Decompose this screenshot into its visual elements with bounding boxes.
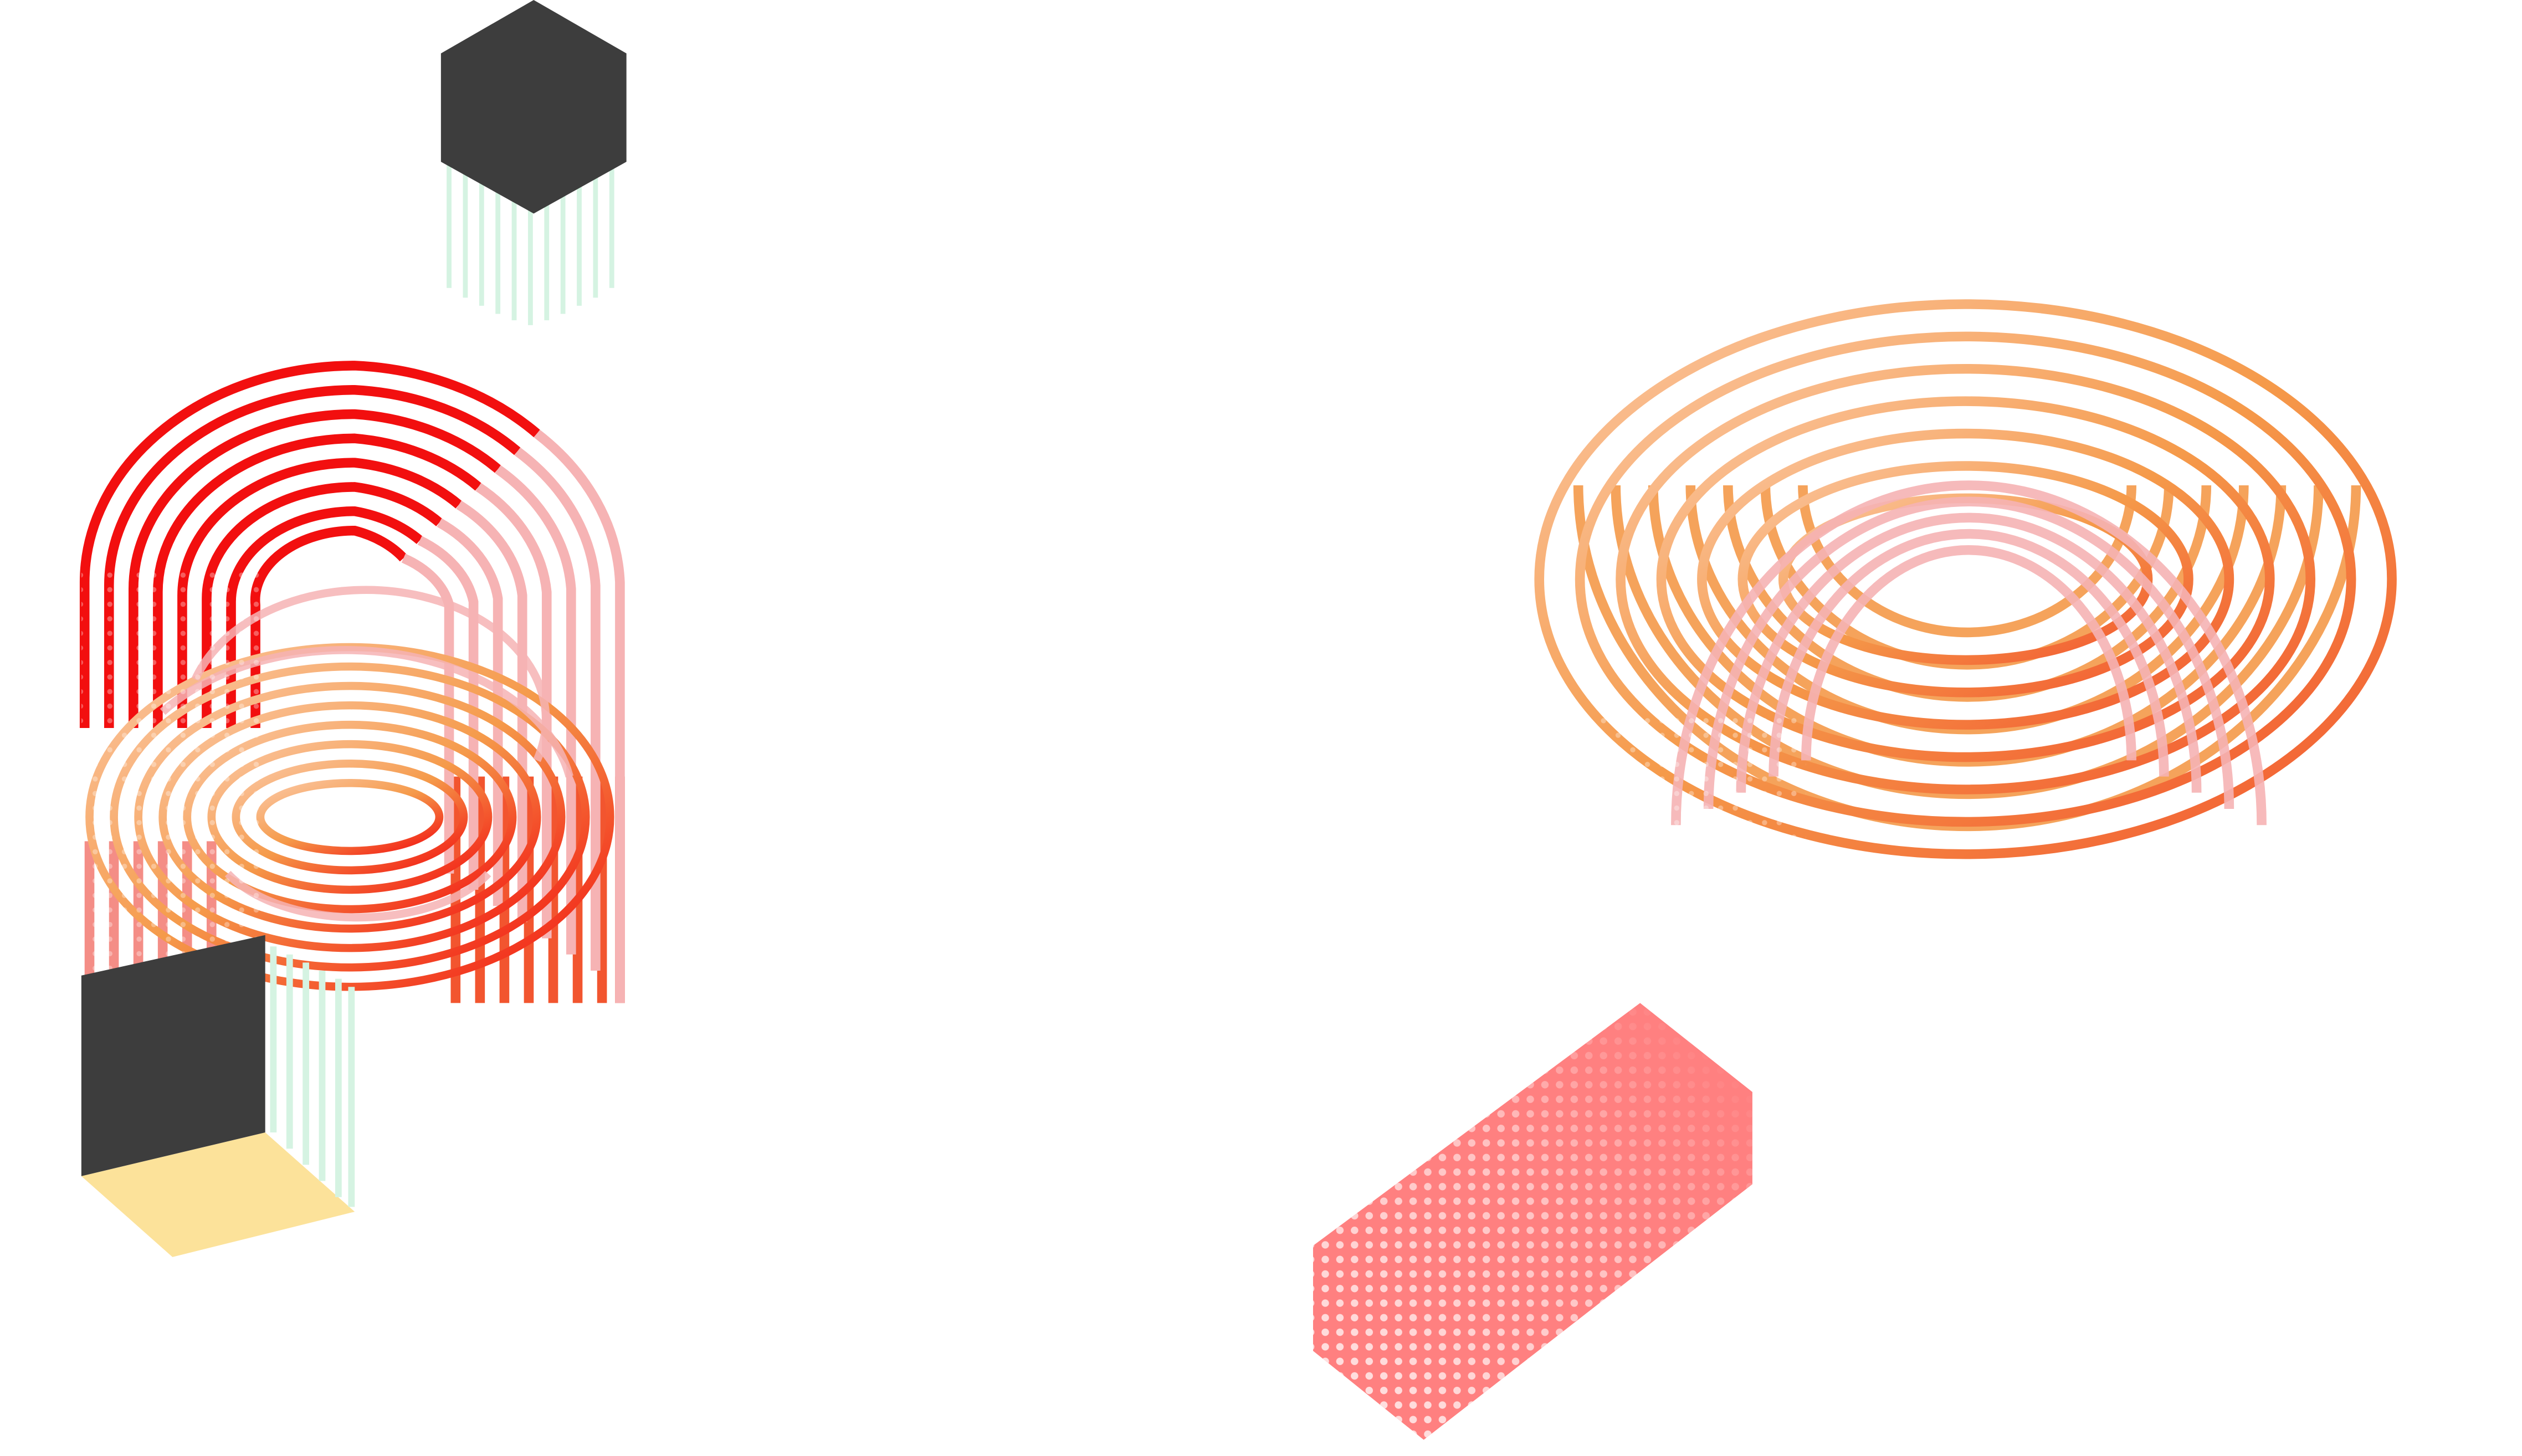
- left-arch-red: [79, 361, 540, 728]
- hex-prism-top: [440, 0, 627, 214]
- right-rings: [1534, 299, 2397, 859]
- open-cube-back: [81, 935, 265, 1176]
- right-arch-pink-inner: [1671, 480, 2267, 826]
- hex-prism: [440, 0, 627, 325]
- arch-and-rings-right: [1534, 203, 2403, 939]
- left-arch-dot-texture: [81, 566, 260, 987]
- dotted-bar: [1313, 1003, 1752, 1440]
- right-arch-dot-texture: [1537, 711, 1806, 939]
- open-cube: [81, 935, 355, 1257]
- open-cube-floor: [81, 1132, 355, 1257]
- open-cube-side-stripes: [270, 946, 355, 1207]
- arch-and-rings-left: [79, 361, 625, 1003]
- dotted-bar-dots: [1313, 1003, 1752, 1440]
